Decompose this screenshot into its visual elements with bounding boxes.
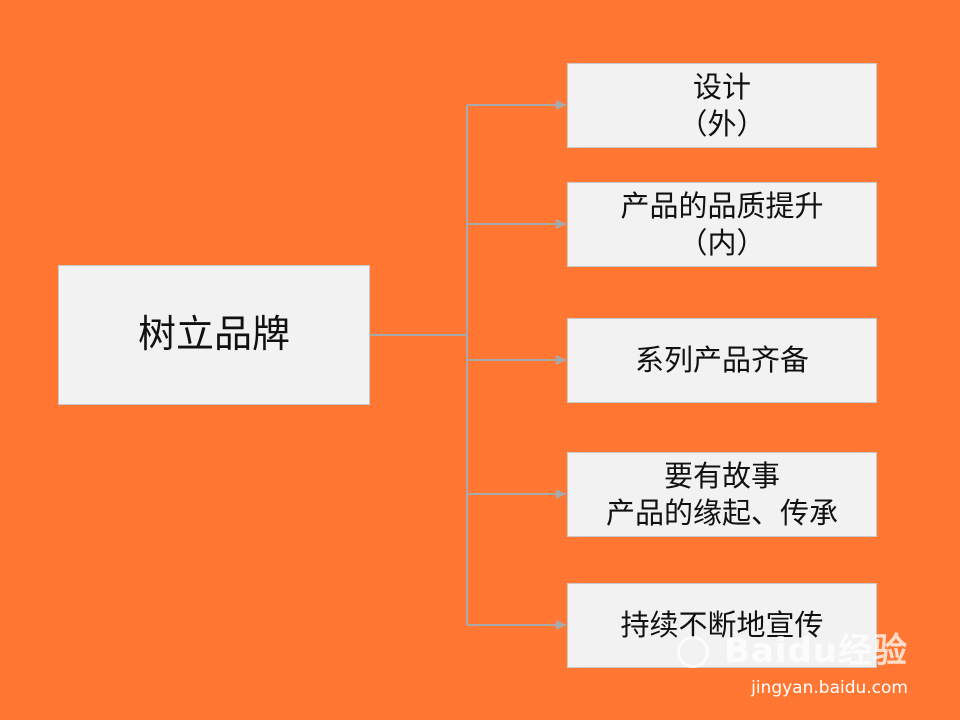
child-node-promotion: 持续不断地宣传 [567, 583, 877, 668]
root-node-label: 树立品牌 [137, 312, 290, 357]
arrow-head-4 [556, 489, 566, 499]
child-node-design: 设计 （外） [567, 63, 877, 148]
root-node: 树立品牌 [58, 265, 370, 405]
arrow-head-5 [556, 620, 566, 630]
arrow-head-1 [556, 100, 566, 110]
child-node-line: （内） [678, 225, 766, 260]
baidu-logo: Baidu经验 [675, 630, 908, 671]
child-node-story: 要有故事 产品的缘起、传承 [567, 452, 877, 537]
paw-icon [677, 636, 710, 668]
child-node-quality: 产品的品质提升 （内） [567, 182, 877, 267]
child-node-line: 要有故事 [663, 459, 780, 494]
arrow-head-2 [556, 219, 566, 229]
watermark-logo-text: Baidu经验 [723, 630, 908, 671]
child-node-line: （外） [678, 106, 766, 141]
child-node-line: 产品的品质提升 [620, 189, 824, 224]
child-node-line: 设计 [692, 70, 751, 105]
baidu-jingyan-watermark: Baidu经验 jingyan.baidu.com [675, 630, 908, 698]
child-node-line: 系列产品齐备 [634, 343, 809, 378]
child-node-line: 产品的缘起、传承 [605, 495, 838, 530]
child-node-product-series: 系列产品齐备 [567, 318, 877, 403]
watermark-url: jingyan.baidu.com [751, 678, 908, 698]
arrow-head-3 [556, 355, 566, 365]
child-node-line: 持续不断地宣传 [620, 608, 824, 643]
